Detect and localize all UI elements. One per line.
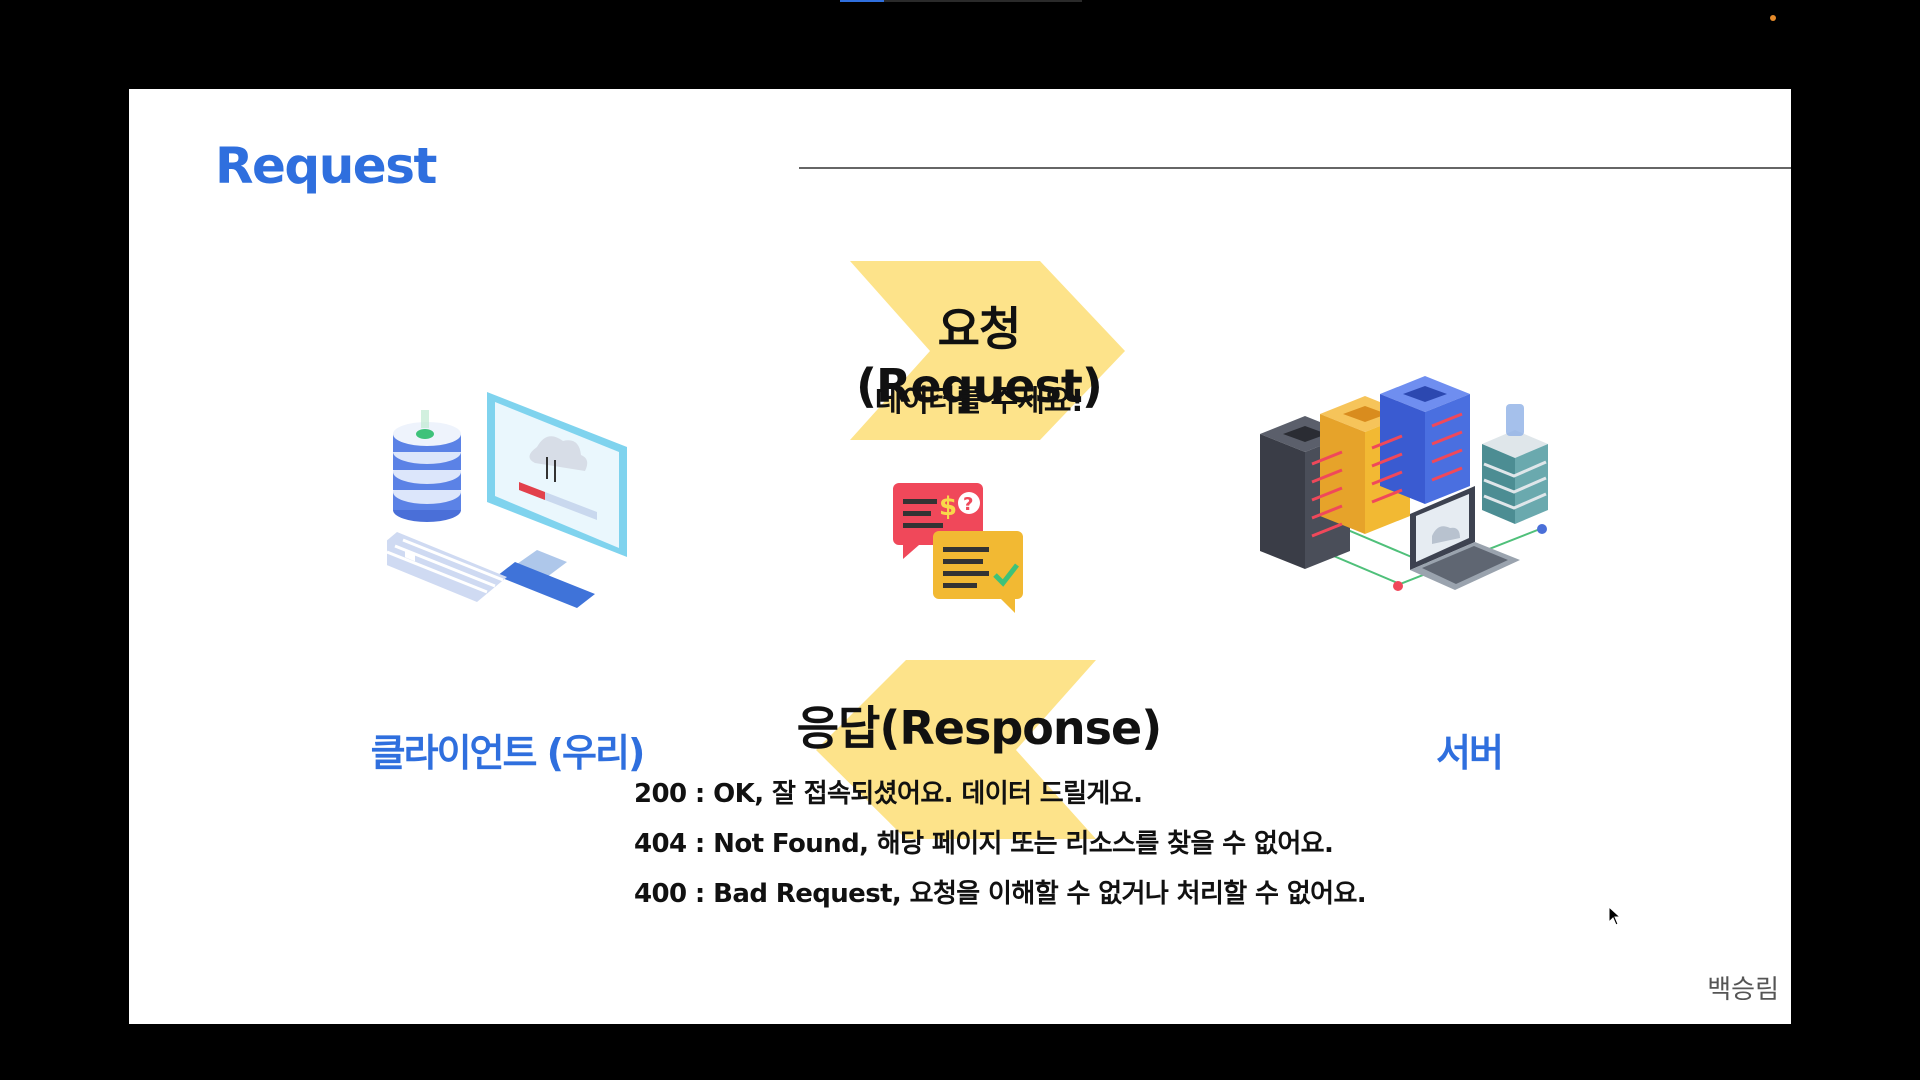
status-line-400: 400 : Bad Request, 요청을 이해할 수 없거나 처리할 수 없… <box>634 879 1367 909</box>
server-racks-icon <box>1260 376 1548 591</box>
video-progress-fill <box>840 0 884 2</box>
request-arrow-icon <box>850 261 1125 440</box>
client-label: 클라이언트 (우리) <box>370 731 646 775</box>
svg-text:?: ? <box>963 494 973 515</box>
title-divider <box>799 167 1791 169</box>
status-line-200: 200 : OK, 잘 접속되셨어요. 데이터 드릴게요. <box>634 779 1143 809</box>
status-line-404: 404 : Not Found, 해당 페이지 또는 리소스를 찾을 수 없어요… <box>634 829 1334 859</box>
mouse-pointer-icon <box>1608 906 1622 926</box>
status-code-list: 200 : OK, 잘 접속되셨어요. 데이터 드릴게요. 404 : Not … <box>634 769 1367 919</box>
server-label: 서버 <box>1436 731 1504 775</box>
request-subtitle: 데이터를 주세요! <box>874 384 1084 419</box>
slide-title: Request <box>215 137 437 195</box>
response-title: 응답(Response) <box>796 701 1163 755</box>
recording-indicator-icon <box>1770 15 1776 21</box>
svg-text:$: $ <box>939 492 957 522</box>
response-arrow-icon <box>816 660 1096 839</box>
computer-database-icon <box>387 392 627 608</box>
chat-bubbles-icon: $ ? <box>893 483 1023 613</box>
author-name: 백승림 <box>1707 975 1779 1005</box>
presentation-slide: Request 요청(Request) 데이터를 주세요! 응답(Respons… <box>129 89 1791 1024</box>
video-progress-bar[interactable] <box>840 0 1082 2</box>
request-title: 요청(Request) <box>856 302 1103 413</box>
